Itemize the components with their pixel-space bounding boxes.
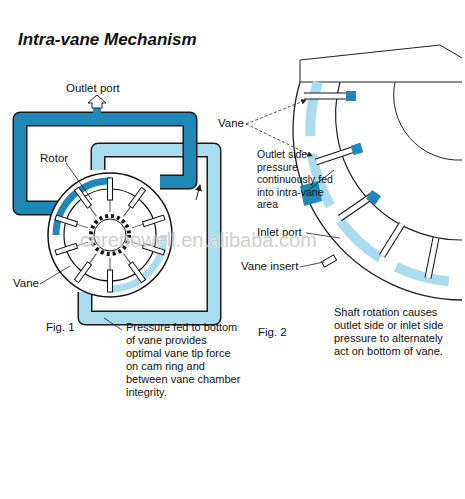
diagram-title: Intra-vane Mechanism bbox=[18, 30, 197, 50]
inlet-band bbox=[310, 82, 462, 282]
callout-note: Outlet side pressure continuously fed in… bbox=[257, 148, 337, 211]
part-label: Vane bbox=[218, 117, 244, 131]
part-label: Rotor bbox=[40, 152, 68, 166]
vane-insert bbox=[321, 255, 336, 267]
rotor-arc bbox=[336, 82, 462, 240]
callout-note: Shaft rotation causes outlet side or inl… bbox=[334, 306, 458, 358]
housing-edge bbox=[300, 82, 462, 83]
leader-line bbox=[300, 262, 324, 267]
leader-line bbox=[66, 163, 92, 200]
figure-label: Fig. 2 bbox=[258, 326, 287, 340]
part-label: Vane insert bbox=[241, 260, 298, 274]
flow-arrow bbox=[196, 185, 200, 200]
callout-note: Pressure fed to bottom of vane provides … bbox=[126, 321, 242, 399]
outlet-stub bbox=[93, 108, 101, 119]
watermark: cnrenowell.en.alibaba.com bbox=[80, 229, 317, 253]
outlet-arrow bbox=[88, 95, 106, 108]
fig2-vanes bbox=[304, 96, 436, 278]
port-label: Outlet port bbox=[66, 82, 120, 96]
intra-vane-chamber bbox=[366, 190, 381, 205]
intra-vane-chamber bbox=[351, 143, 364, 156]
leader-line bbox=[40, 266, 70, 284]
housing-edge bbox=[300, 45, 462, 82]
leader-arrow bbox=[246, 100, 306, 124]
intra-vane-chamber bbox=[346, 91, 356, 101]
shaft-arc bbox=[394, 82, 462, 160]
figure-label: Fig. 1 bbox=[46, 321, 75, 335]
leader-line bbox=[104, 318, 122, 330]
part-label: Vane bbox=[13, 277, 39, 291]
